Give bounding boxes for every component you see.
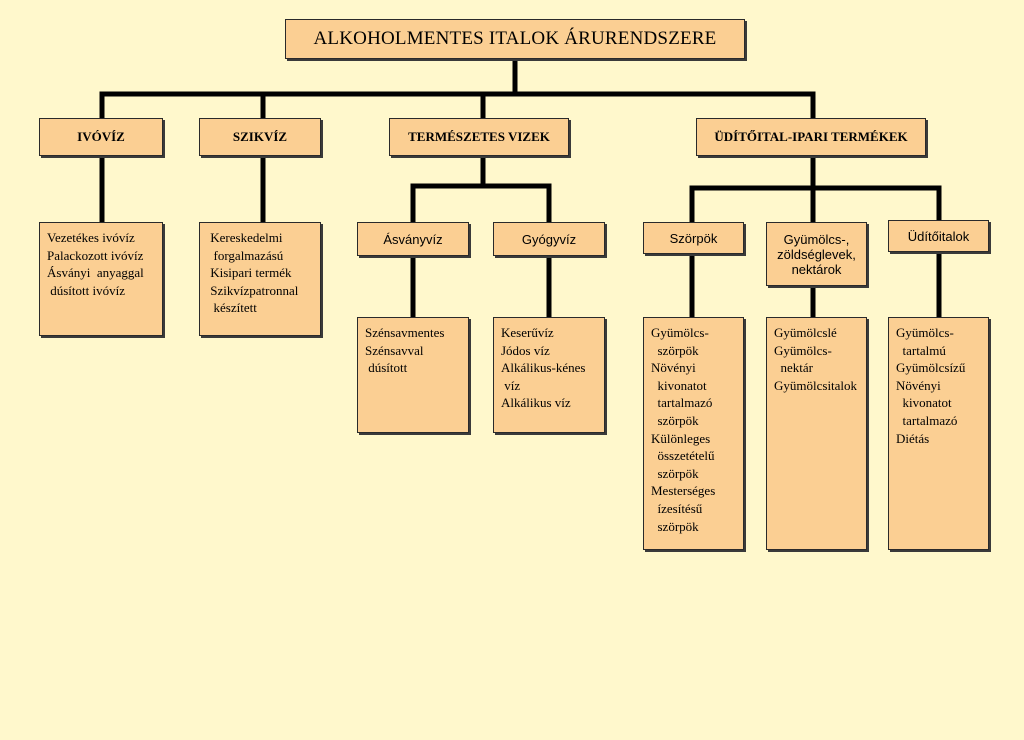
subcategory-gyumolcs-zoldseglevek: Gyümölcs-, zöldséglevek, nektárok (766, 222, 867, 286)
list-item: szörpök (651, 412, 699, 428)
list-item: Szénsavval (365, 342, 424, 358)
subcategory-gyumolcs-label-line: Gyümölcs-, (783, 231, 850, 247)
list-item: Növényi (651, 360, 696, 376)
list-item: Gyümölcsízű (896, 360, 966, 376)
category-termeszetes-vizek-label: TERMÉSZETES VIZEK (408, 129, 550, 144)
list-item: szörpök (651, 342, 699, 358)
subcategory-uditoitalok-label: Üdítőitalok (907, 228, 970, 244)
category-uditoital-ipari-label: ÜDÍTŐITAL-IPARI TERMÉKEK (714, 129, 908, 144)
asvanyviz-list: Szénsavmentes Szénsavval dúsított (357, 317, 469, 433)
list-item: Mesterséges (651, 483, 716, 499)
szikviz-list: Kereskedelmi forgalmazású Kisipari termé… (199, 222, 321, 336)
list-item: forgalmazású (207, 247, 284, 263)
list-item: Alkálikus víz (501, 395, 571, 411)
list-item: tartalmú (896, 342, 946, 358)
title-box: ALKOHOLMENTES ITALOK ÁRURENDSZERE (285, 19, 745, 59)
list-item: Palackozott ivóvíz (47, 247, 144, 263)
list-item: Keserűvíz (501, 325, 554, 340)
list-item: összetételű (651, 448, 715, 464)
category-ivoviz: IVÓVÍZ (39, 118, 163, 156)
gyumolcs-list: Gyümölcslé Gyümölcs- nektár Gyümölcsital… (766, 317, 867, 550)
subcategory-asvanyviz: Ásványvíz (357, 222, 469, 256)
diagram-title: ALKOHOLMENTES ITALOK ÁRURENDSZERE (313, 28, 717, 49)
list-item: Különleges (651, 430, 711, 446)
subcategory-gyogyviz: Gyógyvíz (493, 222, 605, 256)
list-item: Szikvízpatronnal (207, 282, 299, 298)
list-item: Ásványi anyaggal (47, 265, 144, 281)
subcategory-szorpok: Szörpök (643, 222, 744, 254)
list-item: szörpök (651, 518, 699, 534)
list-item: Növényi (896, 377, 941, 393)
list-item: Gyümölcs- (896, 325, 954, 340)
subcategory-gyumolcs-label-line: zöldséglevek, (777, 246, 856, 262)
list-item: tartalmazó (896, 412, 958, 428)
list-item: Jódos víz (501, 342, 550, 358)
list-item: Szénsavmentes (365, 325, 445, 340)
uditoitalok-list: Gyümölcs- tartalmú Gyümölcsízű Növényi k… (888, 317, 989, 550)
list-item: dúsított ivóvíz (47, 282, 125, 298)
subcategory-asvanyviz-label: Ásványvíz (383, 231, 443, 247)
list-item: Alkálikus-kénes (501, 360, 586, 376)
ivoviz-list: Vezetékes ivóvíz Palackozott ivóvíz Ásvá… (39, 222, 163, 336)
list-item: Gyümölcs- (774, 342, 832, 358)
subcategory-uditoitalok: Üdítőitalok (888, 220, 989, 252)
szorpok-list: Gyümölcs- szörpök Növényi kivonatot tart… (643, 317, 744, 550)
category-szikviz-label: SZIKVÍZ (232, 129, 288, 144)
list-item: Gyümölcsitalok (774, 377, 858, 393)
list-item: Gyümölcs- (651, 325, 709, 340)
list-item: ízesítésű (651, 500, 703, 516)
subcategory-gyogyviz-label: Gyógyvíz (521, 231, 577, 247)
category-uditoital-ipari: ÜDÍTŐITAL-IPARI TERMÉKEK (696, 118, 926, 156)
list-item: szörpök (651, 465, 699, 481)
subcategory-szorpok-label: Szörpök (669, 230, 718, 246)
category-ivoviz-label: IVÓVÍZ (77, 129, 125, 144)
list-item: nektár (774, 360, 813, 376)
list-item: tartalmazó (651, 395, 713, 411)
list-item: kivonatot (651, 377, 707, 393)
list-item: kivonatot (896, 395, 952, 411)
list-item: Kereskedelmi (207, 230, 283, 245)
list-item: Gyümölcslé (774, 325, 837, 340)
gyogyviz-list: Keserűvíz Jódos víz Alkálikus-kénes víz … (493, 317, 605, 433)
list-item: készített (207, 300, 257, 316)
list-item: Diétás (896, 430, 930, 446)
category-termeszetes-vizek: TERMÉSZETES VIZEK (389, 118, 569, 156)
list-item: víz (501, 377, 521, 393)
list-item: Kisipari termék (207, 265, 292, 281)
category-szikviz: SZIKVÍZ (199, 118, 321, 156)
list-item: Vezetékes ivóvíz (47, 230, 135, 245)
subcategory-gyumolcs-label-line: nektárok (791, 261, 842, 277)
list-item: dúsított (365, 360, 408, 376)
